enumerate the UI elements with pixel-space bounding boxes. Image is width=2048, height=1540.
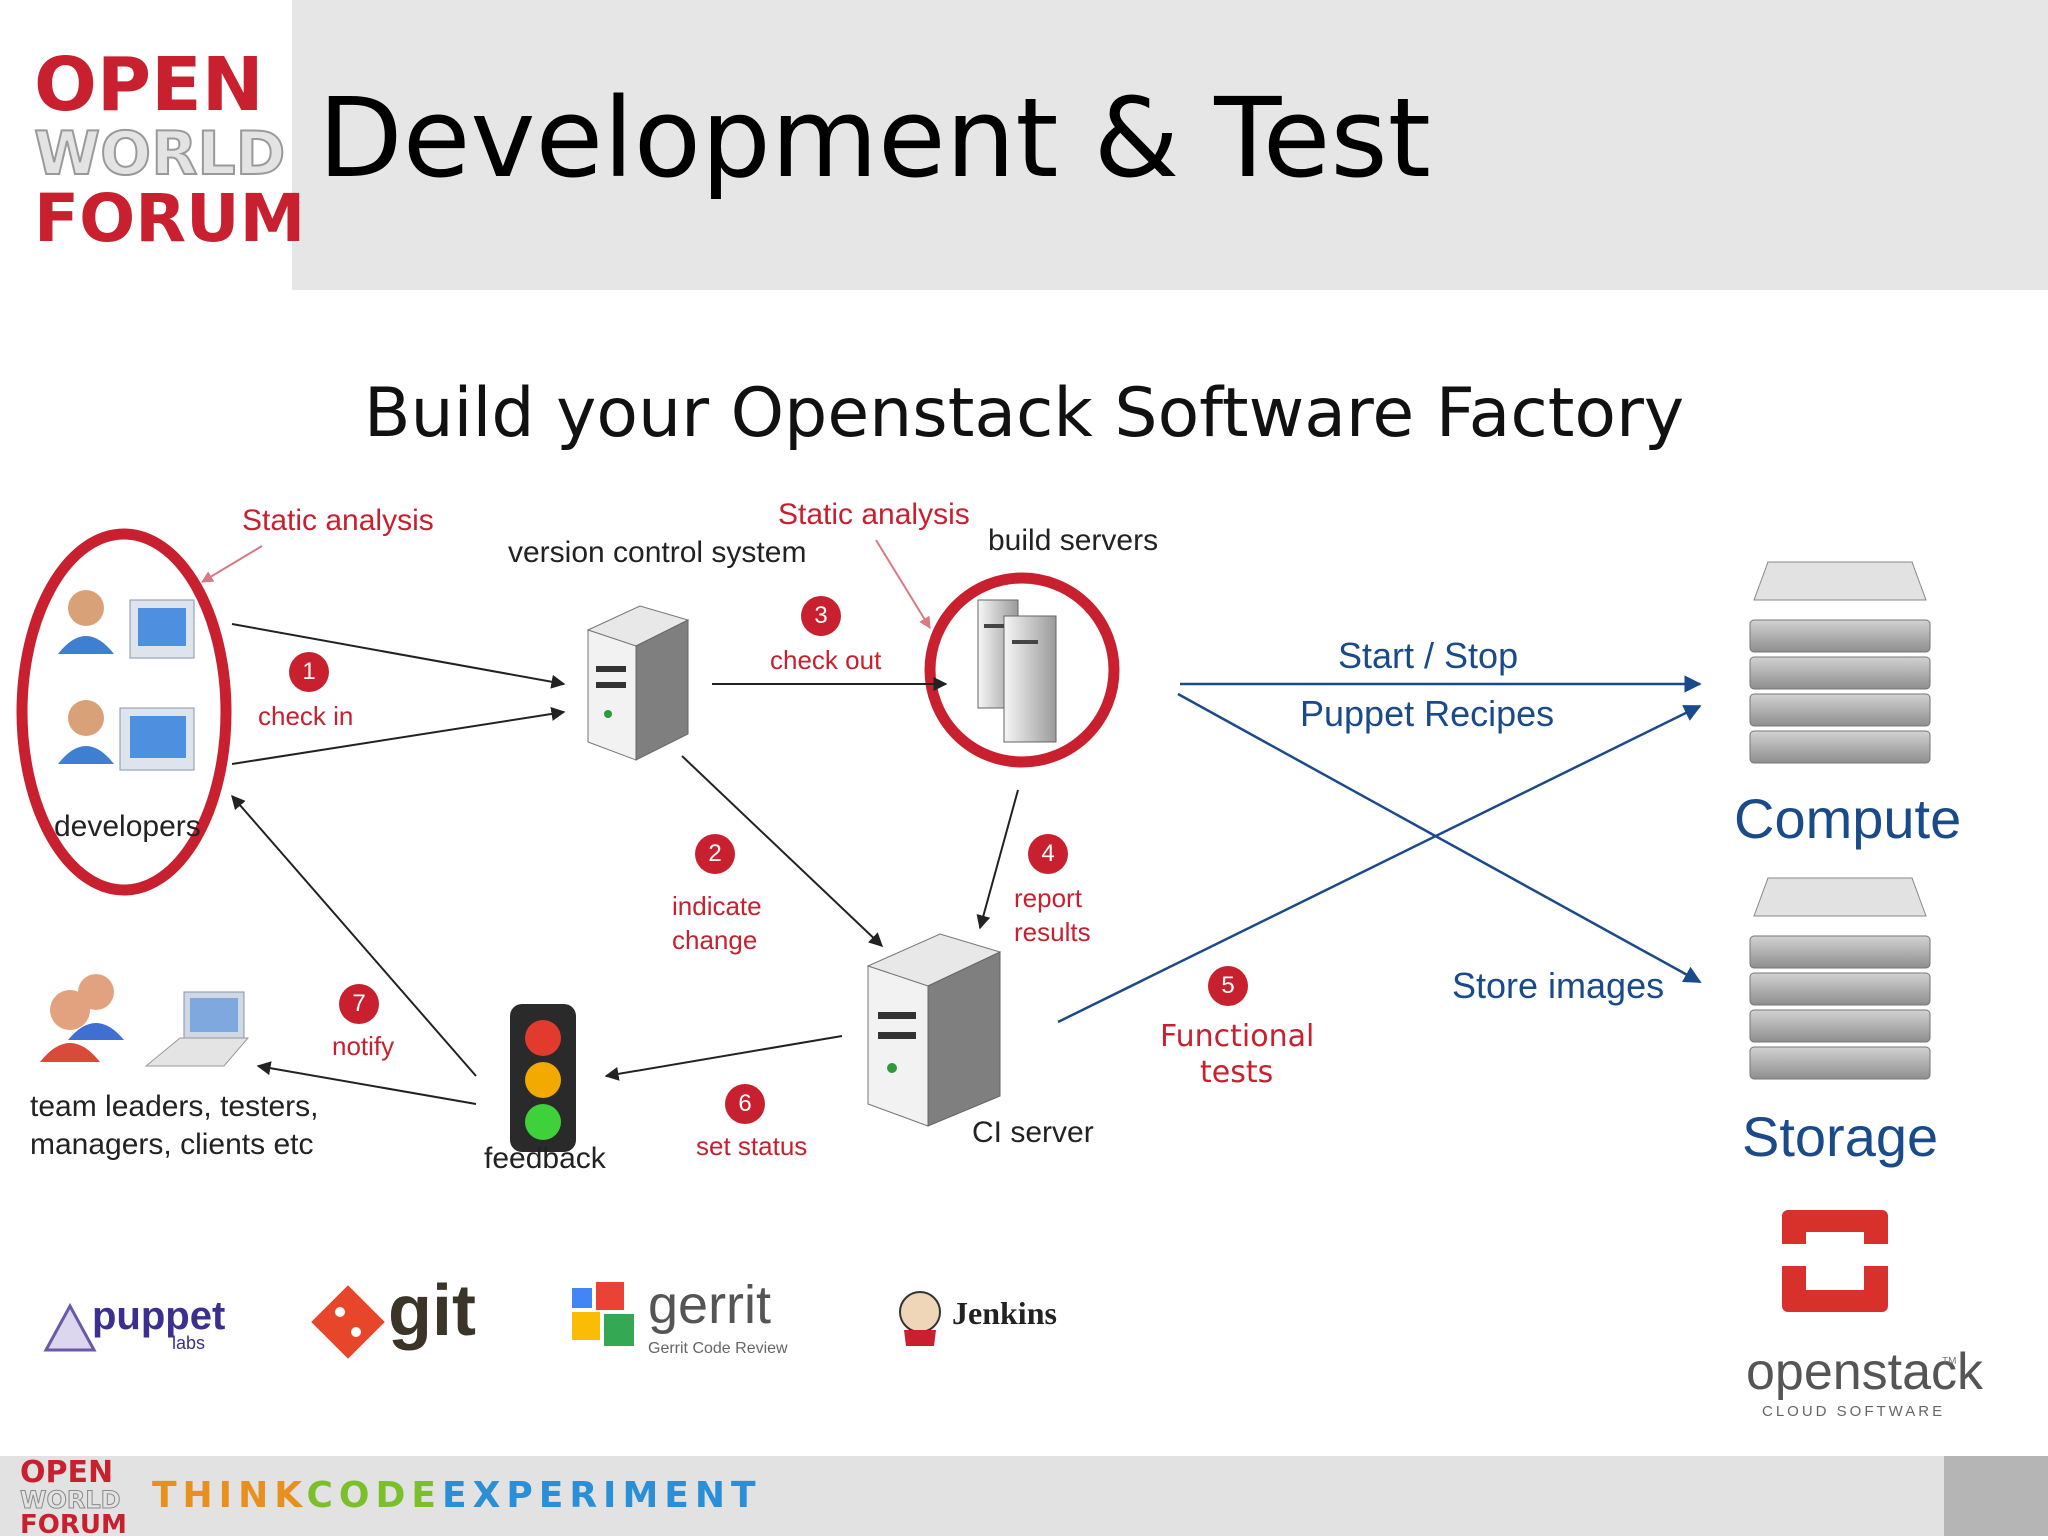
static-analysis-label-1: Static analysis: [242, 504, 434, 537]
step-6-label: set status: [696, 1131, 808, 1161]
static-analysis-label-2: Static analysis: [778, 498, 970, 531]
header-logo: OPEN WORLD FORUM: [33, 42, 306, 257]
compute-label: Compute: [1734, 787, 1962, 850]
git-logo-text: git: [388, 1271, 476, 1351]
build-servers-label: build servers: [988, 524, 1159, 557]
team-label-line1: team leaders, testers,: [30, 1090, 319, 1123]
footer-bar: [0, 1456, 2048, 1536]
team-label-line2: managers, clients etc: [30, 1128, 314, 1161]
flow-arrows: [231, 623, 1019, 1105]
arrow-devs-to-vcs-1: [231, 623, 566, 689]
jenkins-logo-text: Jenkins: [952, 1295, 1057, 1331]
storage-rack-icon: [1749, 877, 1931, 1080]
vcs-server-icon: [586, 605, 690, 761]
tagline-experiment: EXPERIMENT: [442, 1475, 762, 1516]
feedback-label: feedback: [484, 1142, 606, 1175]
openstack-logo-subtext: CLOUD SOFTWARE: [1762, 1403, 1946, 1420]
arrow-feedback-to-devs: [231, 794, 477, 1077]
logo-world: WORLD: [33, 119, 286, 189]
step-3-badge: 3: [801, 596, 841, 636]
step-4-badge: 4: [1028, 834, 1068, 874]
openstack-logo-icon: [1774, 1210, 1896, 1312]
arrow-vcs-to-ci: [681, 755, 884, 947]
store-images-label: Store images: [1452, 965, 1665, 1006]
ci-server-label: CI server: [972, 1116, 1094, 1149]
step-7-badge: 7: [339, 984, 379, 1024]
developers-highlight-ellipse: [16, 528, 232, 896]
step-2-badge: 2: [695, 834, 735, 874]
team-people-icon: [40, 974, 124, 1062]
build-servers-icon: [977, 599, 1057, 743]
puppet-recipes-label: Puppet Recipes: [1300, 693, 1555, 734]
step-3-label: check out: [770, 645, 882, 675]
deploy-arrows: [1057, 675, 1702, 1024]
git-logo-icon: [311, 1285, 385, 1359]
step-7-label: notify: [332, 1031, 395, 1061]
developers-label: developers: [54, 810, 201, 843]
step-4-label-line2: results: [1014, 917, 1091, 947]
footer-logo-open: OPEN: [20, 1455, 114, 1490]
jenkins-logo-icon: [899, 1291, 941, 1346]
developer-computer-icon: [119, 599, 195, 771]
header-bar: [292, 0, 2048, 290]
step-5-badge: 5: [1208, 966, 1248, 1006]
arrow-ci-to-feedback: [604, 1035, 843, 1081]
step-6-badge: 6: [725, 1084, 765, 1124]
footer-logo: OPEN WORLD FORUM: [20, 1455, 127, 1540]
openstack-logo-text: openstack: [1746, 1343, 1984, 1401]
team-laptop-icon: [144, 991, 250, 1067]
step-5-label-line1: Functional: [1160, 1019, 1315, 1054]
developer-person-icon: [58, 590, 114, 764]
page-title: Development & Test: [318, 74, 1431, 202]
step-1-badge: 1: [289, 652, 329, 692]
tagline-think: THINK: [152, 1475, 307, 1516]
arrow-devs-to-vcs-2: [231, 707, 566, 765]
ci-server-icon: [866, 933, 1002, 1127]
footer-tagline: THINKCODEEXPERIMENT: [152, 1475, 762, 1516]
puppet-logo-icon: [43, 1302, 97, 1352]
footer-corner: [1944, 1456, 2048, 1536]
static-analysis-pointer-2: [875, 539, 931, 630]
step-4-label-line1: report: [1014, 883, 1082, 913]
logo-open: OPEN: [34, 42, 264, 128]
build-servers-highlight-circle: [924, 572, 1120, 768]
footer-logo-forum: FORUM: [20, 1510, 127, 1540]
puppet-logo-subtext: labs: [172, 1333, 206, 1353]
arrow-build-to-storage: [1177, 692, 1702, 984]
step-2-label-line1: indicate: [672, 891, 762, 921]
storage-label: Storage: [1742, 1105, 1939, 1168]
slide-subtitle: Build your Openstack Software Factory: [363, 374, 1685, 453]
puppet-logo-text: puppet: [92, 1294, 226, 1338]
step-2-label-line2: change: [672, 925, 758, 955]
gerrit-logo-subtext: Gerrit Code Review: [648, 1340, 788, 1357]
openstack-tm: TM: [1942, 1356, 1957, 1367]
tagline-code: CODE: [306, 1475, 442, 1516]
compute-rack-icon: [1749, 561, 1931, 764]
gerrit-logo-text: gerrit: [648, 1275, 772, 1335]
arrow-ci-to-compute: [1057, 704, 1702, 1024]
footer-logo-world: WORLD: [20, 1486, 122, 1514]
start-stop-label: Start / Stop: [1338, 635, 1519, 676]
gerrit-logo-icon: [572, 1282, 634, 1346]
arrow-build-to-ci: [976, 789, 1019, 930]
arrow-feedback-to-team: [256, 1061, 477, 1105]
step-5-label-line2: tests: [1200, 1055, 1274, 1090]
static-analysis-pointer-1: [200, 545, 263, 583]
vcs-label: version control system: [508, 536, 807, 569]
logo-forum: FORUM: [34, 180, 306, 257]
step-1-label: check in: [258, 701, 354, 731]
traffic-light-icon: [510, 1004, 576, 1152]
